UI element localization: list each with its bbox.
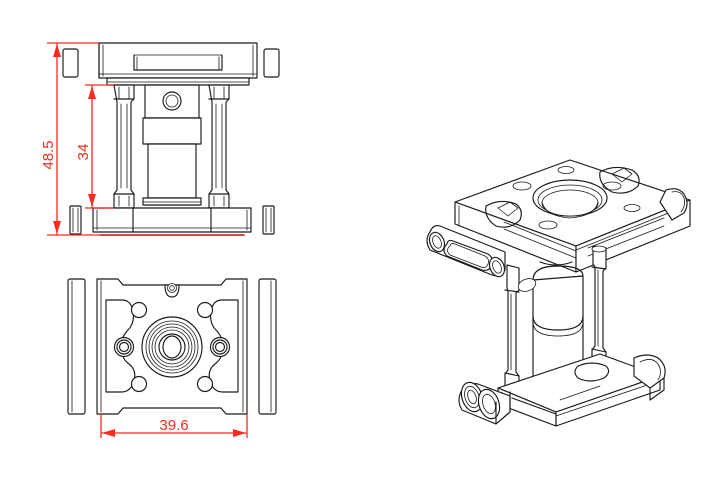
plan-top-boss-hole-inner xyxy=(169,285,175,291)
iso-cylinder-mid-band2 xyxy=(532,321,584,337)
plan-hole-top-left xyxy=(130,301,148,319)
right-post-outline xyxy=(208,84,230,209)
iso-central-bore-inner xyxy=(541,189,599,217)
plan-left-pivot-inner xyxy=(118,341,130,353)
plan-hole-bottom-left xyxy=(130,375,148,393)
dim-34-arrow-bottom xyxy=(88,194,96,207)
dimension-overall-width: 39.6 xyxy=(100,414,248,438)
central-cylinder xyxy=(142,84,202,206)
iso-base-plate-right-face xyxy=(555,375,661,427)
iso-cylinder-side-hole xyxy=(517,278,537,292)
iso-oval-hole-3 xyxy=(538,220,558,230)
plan-left-rail xyxy=(67,278,86,415)
iso-oval-hole-2 xyxy=(602,181,622,191)
plan-bore-center-hole xyxy=(162,335,182,359)
isometric-3d-view xyxy=(426,159,691,427)
plan-hole-top-right xyxy=(196,301,214,319)
dim-485-arrow-top xyxy=(53,44,61,57)
iso-pivot-ring-3 xyxy=(467,389,477,405)
iso-front-notch xyxy=(539,261,573,266)
dimension-inner-height: 34 xyxy=(75,84,114,209)
iso-bracket-boss-right-inner xyxy=(492,260,502,274)
iso-lower-right-bracket xyxy=(633,354,666,401)
iso-lower-right-bracket-side xyxy=(649,377,665,401)
dim-34-arrow-top xyxy=(88,86,96,99)
plan-right-pivot-inner xyxy=(214,341,226,353)
dim-485-arrow-bottom xyxy=(53,221,61,234)
top-plate-flange xyxy=(106,77,250,86)
iso-right-bracket-body xyxy=(659,188,688,221)
iso-pivot-ring-5 xyxy=(482,393,496,415)
top-plate-pocket xyxy=(133,54,223,71)
cylinder-base-collar xyxy=(142,197,202,206)
front-elevation-view: 48.5 34 xyxy=(40,42,280,236)
iso-bracket-boss-left-inner xyxy=(432,235,442,249)
lower-left-tab-body xyxy=(69,205,82,235)
iso-oval-hole-1 xyxy=(512,181,532,191)
right-post xyxy=(208,84,230,209)
iso-base-plate-hl2 xyxy=(555,381,657,417)
left-post xyxy=(113,84,135,209)
plan-central-bore xyxy=(141,316,203,378)
iso-pivot-end-face xyxy=(495,391,511,425)
bottom-plan-view: 39.6 xyxy=(67,278,277,438)
iso-right-groove-1 xyxy=(587,217,665,249)
dimension-overall-height: 48.5 xyxy=(40,42,244,236)
iso-right-post-top-face xyxy=(591,245,607,253)
plan-right-pivot-mid xyxy=(212,339,228,355)
upper-right-tab xyxy=(263,48,280,78)
iso-pocket-right-detail xyxy=(611,167,633,183)
iso-front-groove-1 xyxy=(503,221,577,252)
plan-top-boss xyxy=(164,283,180,298)
plan-right-rail-body xyxy=(258,278,277,415)
iso-pocket-right xyxy=(599,166,640,194)
iso-cylinder-mid-band xyxy=(532,315,584,331)
iso-base-plate-boss xyxy=(574,362,610,382)
iso-base-plate-seam-2 xyxy=(559,385,601,401)
iso-oval-hole-5 xyxy=(623,204,641,212)
iso-pocket-left-detail xyxy=(497,201,519,217)
cylinder-lower-section xyxy=(147,143,197,199)
lower-right-tab-body xyxy=(262,205,275,235)
iso-front-groove-2 xyxy=(503,228,577,259)
iso-right-bracket-hl xyxy=(671,191,685,213)
left-post-outline xyxy=(113,84,135,209)
iso-lower-right-bracket-hl xyxy=(639,359,661,381)
top-plate-body xyxy=(98,42,258,79)
upper-left-tab xyxy=(62,48,79,78)
iso-bore-depth xyxy=(541,201,599,219)
iso-top-plate xyxy=(454,159,691,273)
plan-right-pivot xyxy=(209,336,231,358)
iso-lower-left-pivot xyxy=(458,381,511,425)
iso-pocket-left xyxy=(485,200,522,228)
plan-right-rail xyxy=(258,278,277,415)
iso-upper-right-bracket xyxy=(659,188,688,221)
dim-396-label: 39.6 xyxy=(159,417,188,434)
iso-left-post-collar-top xyxy=(504,289,520,293)
dim-396-arrow-right xyxy=(233,429,246,437)
plan-left-pivot xyxy=(113,336,135,358)
iso-oval-hole-4 xyxy=(557,166,575,174)
iso-bracket-slot-inner xyxy=(447,242,489,268)
cylinder-mid-section xyxy=(142,117,202,145)
lower-right-tab xyxy=(262,205,275,235)
iso-right-post xyxy=(591,245,607,371)
dim-396-arrow-left xyxy=(102,429,115,437)
lower-left-tab xyxy=(69,205,82,235)
iso-base-plate-seam-1 xyxy=(511,397,557,415)
iso-upper-left-bracket xyxy=(426,225,506,278)
cylinder-bore-inner xyxy=(165,94,179,108)
iso-right-post-collar-top xyxy=(591,266,607,270)
dim-485-label: 48.5 xyxy=(40,140,57,169)
plan-hole-bottom-right xyxy=(196,375,214,393)
iso-cylinder-top-arc xyxy=(532,265,584,281)
iso-left-post-collar-bottom xyxy=(504,372,520,377)
dim-34-label: 34 xyxy=(75,144,92,161)
plan-left-pivot-mid xyxy=(116,339,132,355)
plan-left-rail-body xyxy=(67,278,86,415)
iso-right-post-collar-bottom xyxy=(591,348,607,353)
